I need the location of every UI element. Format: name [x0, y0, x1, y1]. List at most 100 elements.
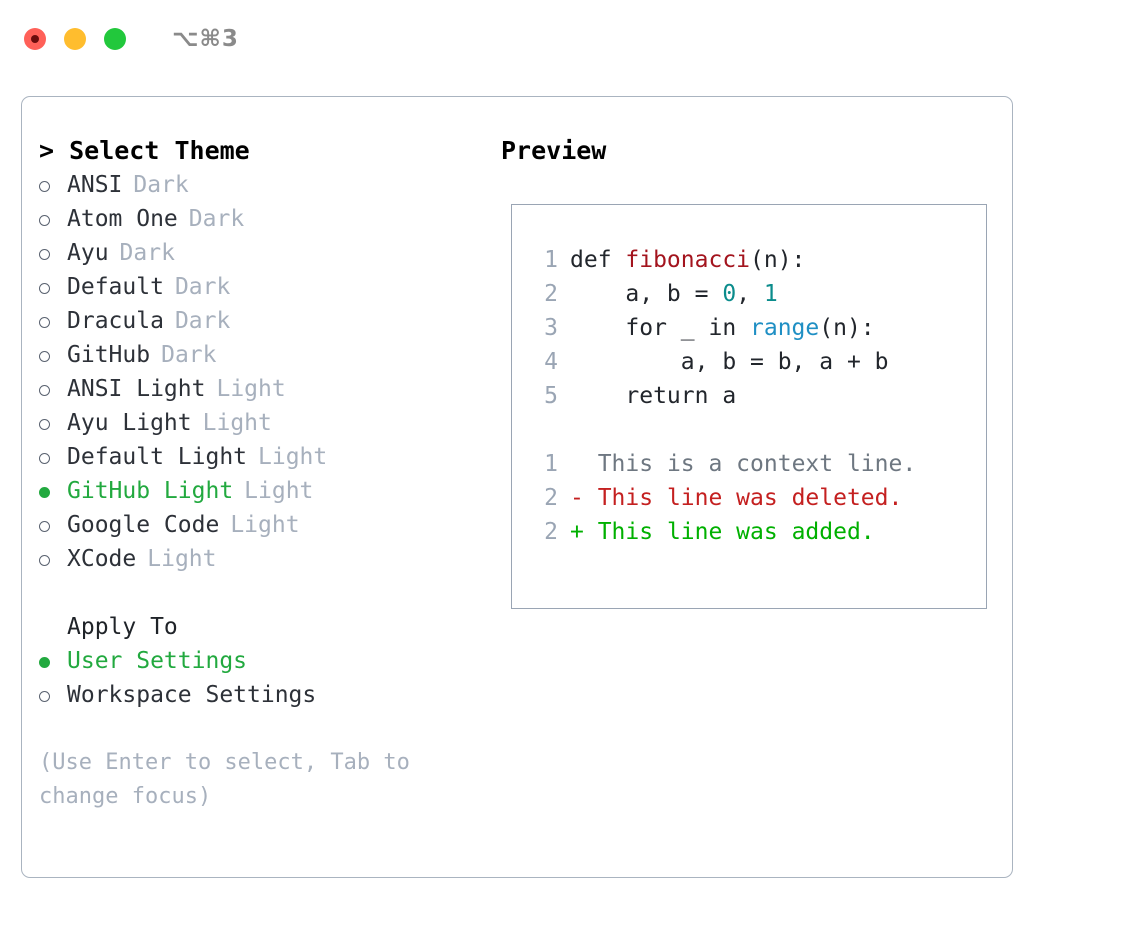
maximize-button[interactable]: [104, 28, 126, 50]
theme-kind-label: Light: [216, 376, 286, 402]
theme-kind-label: Light: [230, 512, 300, 538]
diff-text: This is a context line.: [597, 451, 917, 477]
diff-marker: +: [570, 519, 598, 545]
theme-kind-label: Dark: [188, 206, 245, 232]
line-number: 1: [544, 451, 558, 477]
code-token: return a: [570, 383, 737, 409]
radio-bullet-cell: [39, 510, 67, 544]
keyboard-shortcut-label: ⌥⌘3: [172, 26, 239, 52]
radio-unselected-icon[interactable]: [39, 691, 50, 702]
diff-line: 2+ This line was added.: [512, 515, 986, 549]
theme-name: Ayu Light: [67, 410, 192, 436]
radio-bullet-cell: [39, 170, 67, 204]
theme-list-item[interactable]: ANSI Dark: [39, 168, 489, 202]
radio-selected-icon[interactable]: [39, 657, 50, 668]
theme-name: GitHub: [67, 342, 151, 368]
theme-kind-label: Dark: [133, 172, 189, 198]
code-token: range: [750, 315, 820, 341]
theme-kind-label: Dark: [174, 274, 231, 300]
code-token: a, b = b, a + b: [570, 349, 889, 375]
line-number: 1: [544, 247, 558, 273]
theme-kind-label: Light: [202, 410, 272, 436]
theme-list-item[interactable]: GitHub Light Light: [39, 474, 489, 508]
diff-text: This line was added.: [597, 519, 875, 545]
code-token: a, b =: [570, 281, 723, 307]
apply-to-label: Workspace Settings: [67, 682, 317, 708]
line-number: 4: [544, 349, 558, 375]
radio-unselected-icon[interactable]: [39, 215, 50, 226]
window-titlebar: ⌥⌘3: [0, 0, 1140, 78]
theme-name: ANSI Light: [67, 376, 206, 402]
radio-selected-icon[interactable]: [39, 487, 50, 498]
code-token: (n):: [750, 247, 806, 273]
theme-list-item[interactable]: GitHub Dark: [39, 338, 489, 372]
radio-unselected-icon[interactable]: [39, 249, 50, 260]
code-line: 2 a, b = 0, 1: [512, 277, 986, 311]
radio-unselected-icon[interactable]: [39, 555, 50, 566]
diff-marker: [570, 447, 598, 481]
radio-bullet-cell: [39, 374, 67, 408]
apply-to-option[interactable]: User Settings: [39, 644, 489, 678]
radio-unselected-icon[interactable]: [39, 385, 50, 396]
theme-list-item[interactable]: Ayu Light Light: [39, 406, 489, 440]
code-token: fibonacci: [625, 247, 751, 273]
close-button[interactable]: [24, 28, 46, 50]
radio-unselected-icon[interactable]: [39, 453, 50, 464]
apply-to-label: User Settings: [67, 648, 248, 674]
window-controls: [24, 28, 126, 50]
apply-to-option[interactable]: Workspace Settings: [39, 678, 489, 712]
radio-bullet-cell: [39, 544, 67, 578]
theme-kind-label: Light: [244, 478, 314, 504]
theme-name: ANSI: [67, 172, 123, 198]
radio-unselected-icon[interactable]: [39, 419, 50, 430]
theme-kind-label: Dark: [119, 240, 175, 266]
radio-bullet-cell: [39, 408, 67, 442]
radio-bullet-cell: [39, 204, 67, 238]
radio-unselected-icon[interactable]: [39, 351, 50, 362]
theme-name: Dracula: [67, 308, 164, 334]
theme-list-item[interactable]: ANSI Light Light: [39, 372, 489, 406]
code-text: a, b = b, a + b: [570, 345, 889, 379]
line-number: 5: [544, 383, 558, 409]
code-text: for _ in range(n):: [570, 311, 874, 345]
radio-unselected-icon[interactable]: [39, 181, 50, 192]
radio-unselected-icon[interactable]: [39, 317, 50, 328]
code-token: ,: [736, 281, 764, 307]
code-line: 4 a, b = b, a + b: [512, 345, 986, 379]
radio-bullet-cell: [39, 476, 67, 510]
spacer: [512, 413, 986, 447]
theme-name: GitHub Light: [67, 478, 234, 504]
radio-unselected-icon[interactable]: [39, 521, 50, 532]
radio-bullet-cell: [39, 272, 67, 306]
code-text: return a: [570, 379, 736, 413]
diff-line: 1 This is a context line.: [512, 447, 986, 481]
theme-list-item[interactable]: Ayu Dark: [39, 236, 489, 270]
theme-name: Ayu: [67, 240, 109, 266]
diff-text: This line was deleted.: [597, 485, 903, 511]
radio-unselected-icon[interactable]: [39, 283, 50, 294]
radio-bullet-cell: [39, 646, 67, 680]
code-line: 3 for _ in range(n):: [512, 311, 986, 345]
preview-panel: Preview: [501, 134, 991, 168]
code-line: 5 return a: [512, 379, 986, 413]
code-token: 0: [722, 281, 737, 307]
line-number: 2: [544, 485, 558, 511]
minimize-button[interactable]: [64, 28, 86, 50]
code-text: a, b = 0, 1: [570, 277, 777, 311]
theme-kind-label: Dark: [161, 342, 217, 368]
line-number: 3: [544, 315, 558, 341]
